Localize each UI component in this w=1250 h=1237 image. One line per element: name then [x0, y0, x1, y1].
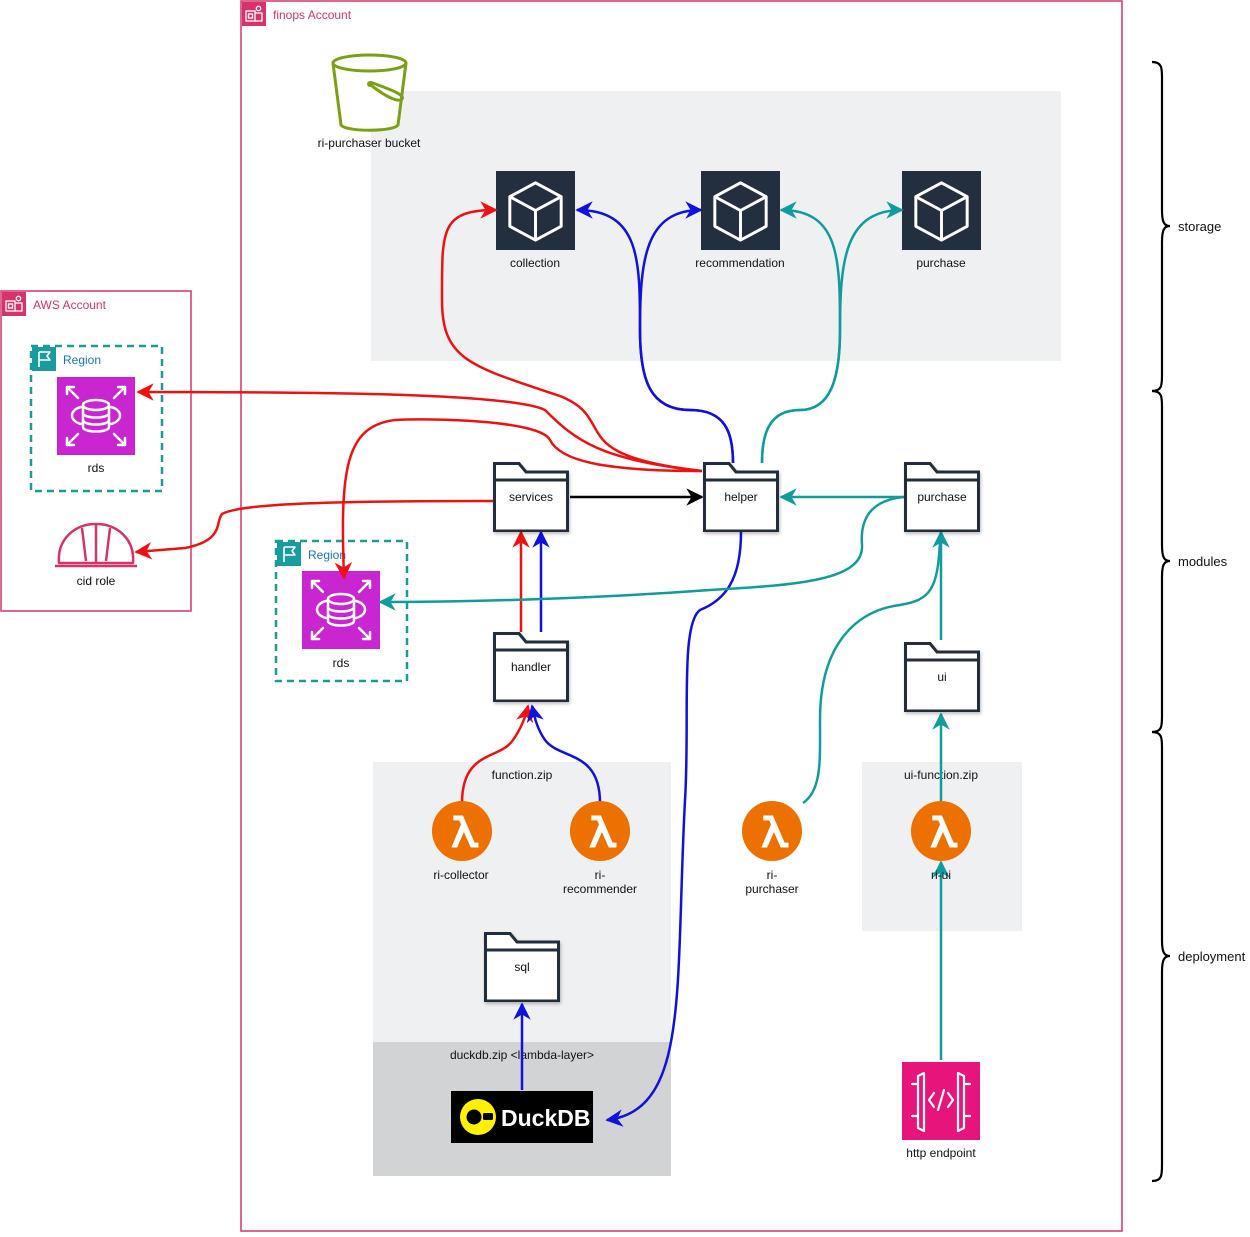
edge-helper-to-aws-rds [136, 383, 703, 473]
edge-recommender-to-handler [526, 704, 602, 804]
edges [134, 201, 950, 1127]
aws-rds-icon [57, 377, 135, 455]
ri-recommender-label-line2: recommender [563, 882, 637, 896]
cid-role-label: cid role [77, 574, 116, 588]
region-flag-icon [277, 542, 301, 566]
ri-collector-label: ri-collector [433, 868, 488, 882]
edge-purchase-to-finops-rds [378, 495, 905, 611]
helper-label: helper [724, 490, 757, 504]
deployment-section-label: deployment [1178, 949, 1246, 964]
ri-recommender-lambda-icon [569, 800, 631, 862]
deployment-brace [1151, 730, 1171, 1183]
storage-brace [1151, 60, 1171, 393]
recommendation-storage-icon [701, 171, 780, 250]
edge-helper-to-collection [440, 201, 703, 473]
function-zip-label: function.zip [492, 768, 553, 782]
edge-helper-to-recommendation-blue [638, 201, 735, 464]
modules-section-label: modules [1178, 554, 1228, 569]
collection-storage-icon [496, 171, 575, 250]
ui-label: ui [937, 670, 946, 684]
modules-brace [1151, 389, 1171, 734]
collection-label: collection [510, 256, 560, 270]
edge-helper-to-finops-rds [334, 418, 703, 580]
ri-purchaser-label-line1: ri- [767, 868, 778, 882]
purchase-module-label: purchase [917, 490, 967, 504]
edge-purchaser-to-purchase [802, 539, 942, 805]
finops-region-label: Region [308, 548, 346, 562]
cid-role-icon [55, 522, 137, 568]
finops-rds-icon [302, 571, 380, 649]
finops-rds-label: rds [333, 656, 350, 670]
aws-rds-label: rds [88, 461, 105, 475]
finops-region-group: Region [274, 539, 409, 683]
aws-region-group: Region [29, 344, 164, 493]
aws-account-label: AWS Account [33, 298, 107, 312]
edge-services-to-cid-role [134, 499, 494, 560]
http-endpoint-label: http endpoint [906, 1146, 976, 1160]
ri-ui-label: ri-ui [931, 868, 951, 882]
section-braces [1151, 60, 1171, 1183]
account-icon [242, 2, 266, 26]
duckdb-logo-text: DuckDB [501, 1105, 590, 1131]
sql-label: sql [514, 960, 529, 974]
api-gateway-icon [902, 1062, 980, 1140]
bucket-icon [331, 53, 408, 132]
handler-label: handler [511, 660, 551, 674]
account-icon [2, 292, 26, 316]
ri-recommender-label-line1: ri- [595, 868, 606, 882]
region-flag-icon [32, 347, 56, 371]
edge-helper-to-purchase-teal [760, 201, 904, 464]
duckdb-logo: DuckDB [451, 1091, 593, 1143]
recommendation-label: recommendation [695, 256, 784, 270]
ri-purchaser-label-line2: purchaser [745, 882, 798, 896]
finops-account-group: finops Account [240, 0, 1123, 1232]
services-label: services [509, 490, 553, 504]
edge-helper-to-duckdb [605, 531, 743, 1127]
bucket-label: ri-purchaser bucket [318, 136, 421, 150]
ri-ui-lambda-icon [910, 800, 972, 862]
finops-account-label: finops Account [273, 8, 352, 22]
purchase-storage-icon [902, 171, 981, 250]
aws-region-label: Region [63, 353, 101, 367]
storage-section-label: storage [1178, 219, 1221, 234]
ri-collector-lambda-icon [431, 800, 493, 862]
ri-purchaser-lambda-icon [741, 800, 803, 862]
edge-collector-to-handler [460, 704, 534, 804]
purchase-storage-label: purchase [916, 256, 966, 270]
